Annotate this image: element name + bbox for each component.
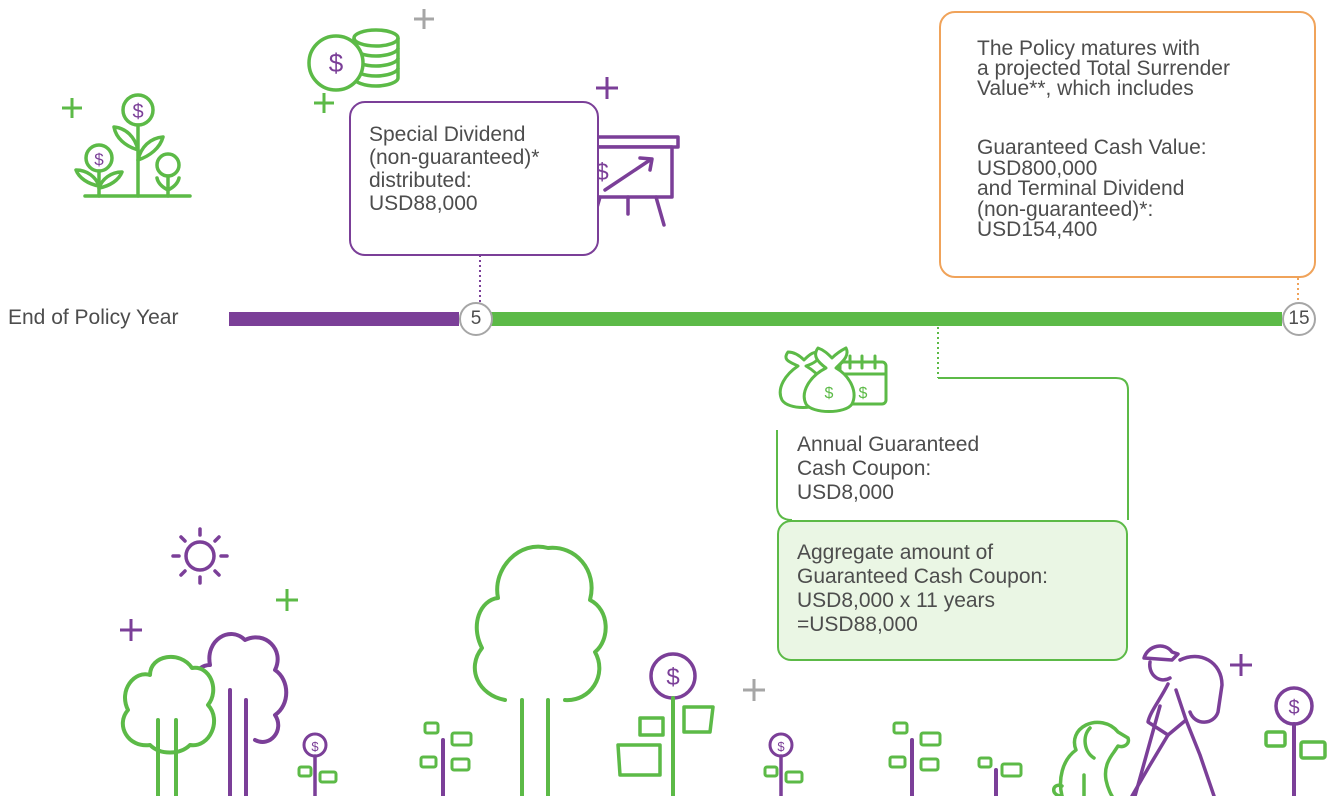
- maturity-detail-line: (non-guaranteed)*:: [977, 197, 1154, 221]
- annual-coupon-line: Cash Coupon:: [797, 457, 932, 480]
- sprout-icon: [977, 756, 1023, 796]
- plus-icon: [596, 77, 618, 99]
- aggregate-coupon-line: USD8,000 x 11 years: [797, 589, 996, 612]
- aggregate-coupon-box: [777, 520, 1128, 661]
- annual-coupon-amount: USD8,000: [797, 481, 894, 504]
- maturity-box: [939, 11, 1316, 278]
- sprout-icon: [419, 721, 473, 796]
- money-plant-icon: [763, 732, 804, 796]
- maturity-details: Guaranteed Cash Value: USD800,000 and Te…: [977, 136, 1207, 241]
- aggregate-coupon-text: Aggregate amount of Guaranteed Cash Coup…: [797, 541, 1048, 637]
- maturity-detail-line: Guaranteed Cash Value:: [977, 136, 1207, 159]
- plus-icon: [120, 619, 142, 641]
- dog-icon: [1052, 720, 1131, 796]
- dollar-icon: $: [132, 101, 143, 123]
- maturity-detail-line: USD154,400: [977, 218, 1098, 241]
- timeline-label: End of Policy Year: [8, 306, 179, 329]
- year-15-marker: 15: [1282, 302, 1316, 336]
- maturity-detail-line: and Terminal Dividend: [977, 177, 1185, 200]
- dollar-icon: $: [777, 739, 785, 754]
- sprout-icon: [888, 721, 942, 796]
- special-dividend-amount: USD88,000: [369, 192, 478, 215]
- year-15-label: 15: [1288, 308, 1310, 329]
- coins-icon: [307, 28, 400, 92]
- money-plant-icon: [1264, 686, 1327, 796]
- dollar-icon: $: [825, 385, 834, 402]
- aggregate-coupon-line: Aggregate amount of: [797, 541, 994, 564]
- sun-icon: [171, 527, 229, 585]
- coupon-bracket: [938, 377, 1129, 520]
- plus-icon: [276, 589, 298, 611]
- hiker-icon: [1130, 644, 1224, 796]
- money-plant-icon: [616, 652, 715, 796]
- aggregate-coupon-total: =USD88,000: [797, 613, 918, 636]
- aggregate-coupon-line: Guaranteed Cash Coupon:: [797, 565, 1049, 588]
- dollar-icon: $: [329, 48, 344, 78]
- money-bags-calendar-icon: [778, 346, 888, 413]
- dollar-icon: $: [311, 739, 319, 754]
- annual-coupon-text: Annual Guaranteed Cash Coupon: USD8,000: [797, 433, 979, 505]
- plus-icon: [62, 98, 82, 118]
- maturity-intro-line: a projected Total Surrender: [977, 57, 1230, 80]
- year-5-marker: 5: [459, 302, 493, 336]
- maturity-detail-line: USD800,000: [977, 156, 1098, 180]
- plus-icon: [743, 679, 765, 701]
- plus-icon: [1230, 654, 1252, 676]
- maturity-intro: The Policy matures with a projected Tota…: [977, 37, 1230, 100]
- plus-icon: [314, 93, 334, 113]
- special-dividend-box: [349, 101, 599, 256]
- annual-coupon-line: Annual Guaranteed: [797, 433, 980, 456]
- special-dividend-line: Special Dividend: [369, 123, 526, 146]
- year-5-label: 5: [470, 308, 482, 329]
- dollar-icon: $: [666, 664, 679, 691]
- dollar-icon: $: [1288, 697, 1299, 719]
- dollar-icon: $: [94, 150, 104, 169]
- timeline-bar-years-1-5: [229, 312, 459, 326]
- money-plant-icon: [74, 93, 192, 198]
- dollar-icon: $: [859, 385, 868, 402]
- money-plant-icon: [297, 732, 338, 796]
- timeline-bar-years-6-15: [472, 312, 1282, 326]
- plus-icon: [414, 9, 434, 29]
- coupon-bracket: [776, 430, 793, 521]
- maturity-intro-line: The Policy matures with: [977, 37, 1200, 60]
- tree-icon: [120, 654, 216, 796]
- special-dividend-line: distributed:: [369, 169, 472, 192]
- tree-icon: [472, 544, 608, 796]
- maturity-intro-line: Value**, which includes: [977, 77, 1194, 100]
- special-dividend-text: Special Dividend (non-guaranteed)* distr…: [369, 123, 539, 215]
- special-dividend-line: (non-guaranteed)*: [369, 146, 540, 169]
